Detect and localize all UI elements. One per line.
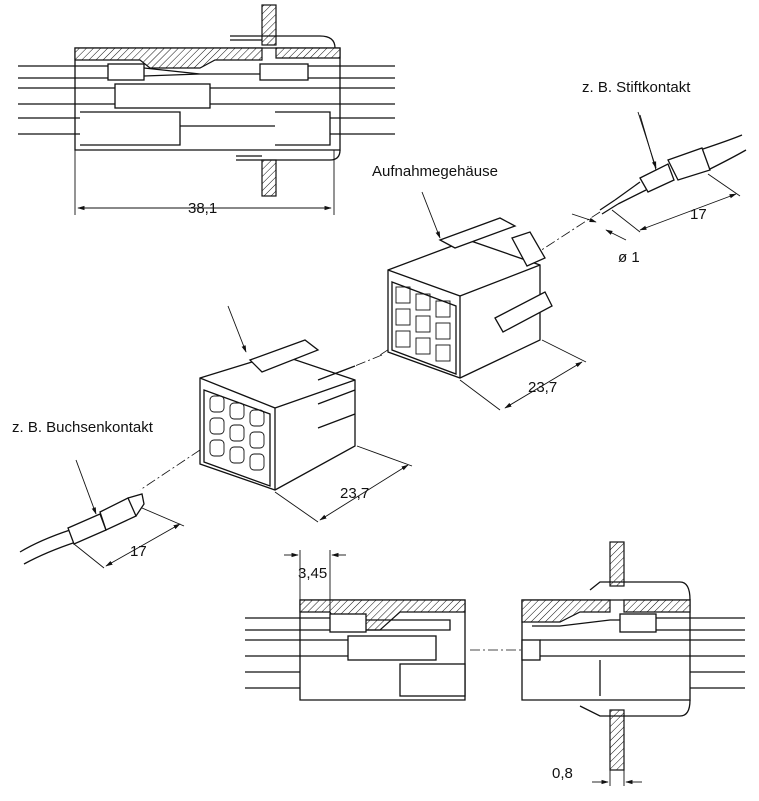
dim-offset: 3,45 bbox=[298, 565, 327, 582]
dim-plug-depth: 23,7 bbox=[340, 485, 369, 502]
label-stiftkontakt: z. B. Stiftkontakt bbox=[582, 79, 691, 96]
plug-housing bbox=[139, 305, 413, 523]
bottom-receptacle-section bbox=[521, 541, 745, 786]
label-aufnahmegehaeuse: Aufnahmegehäuse bbox=[372, 163, 498, 180]
dim-pin-diameter: ø 1 bbox=[618, 249, 640, 266]
label-buchsenkontakt: z. B. Buchsenkontakt bbox=[12, 419, 154, 436]
dim-panel-thickness: 0,8 bbox=[552, 765, 573, 782]
top-section-view bbox=[18, 4, 395, 215]
bottom-plug-section bbox=[245, 550, 522, 701]
dim-pin-length: 17 bbox=[690, 206, 707, 223]
receptacle-cavities bbox=[391, 281, 457, 375]
dim-socket-length: 17 bbox=[130, 543, 147, 560]
socket-contact bbox=[19, 459, 185, 569]
dim-receptacle-depth: 23,7 bbox=[528, 379, 557, 396]
plug-cavities bbox=[203, 389, 271, 487]
dim-top-length: 38,1 bbox=[188, 200, 217, 217]
receptacle-housing bbox=[387, 191, 587, 411]
